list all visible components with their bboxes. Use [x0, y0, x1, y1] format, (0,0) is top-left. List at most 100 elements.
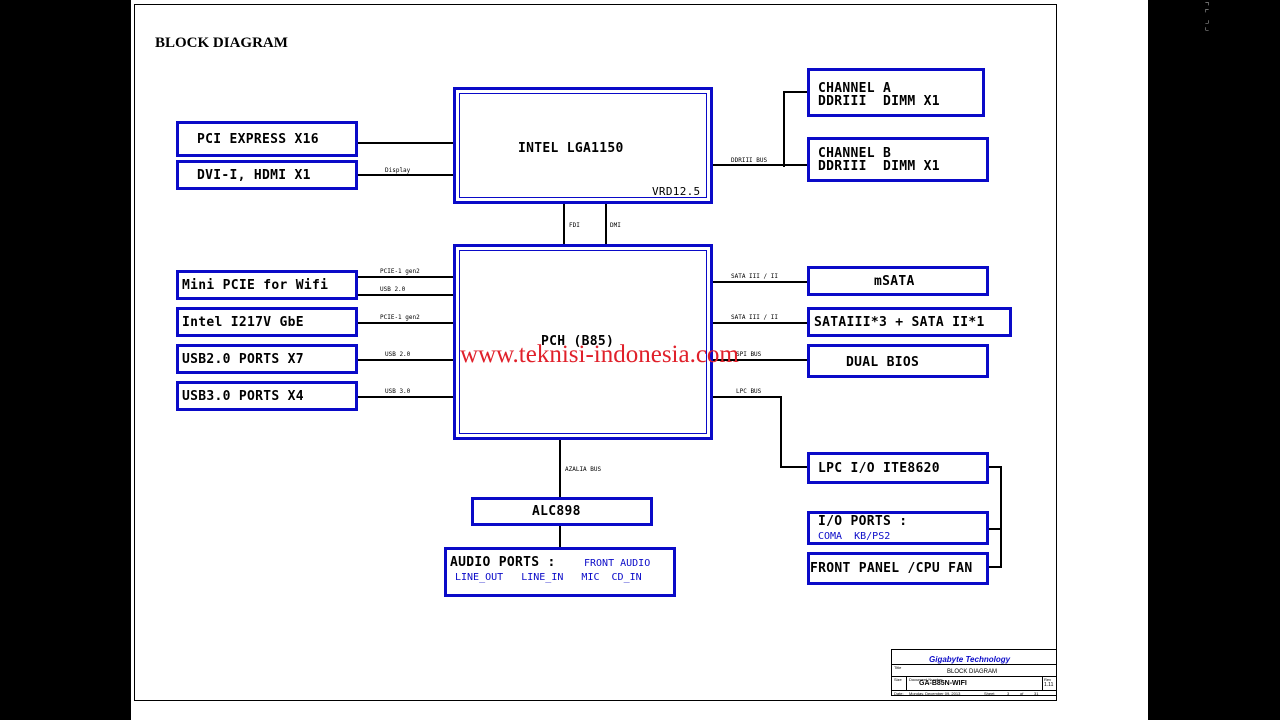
cpu-vrd: VRD12.5: [652, 185, 701, 198]
watermark: www.teknisi-indonesia.com: [460, 341, 739, 368]
channel-b-block: CHANNEL B DDRIII DIMM X1: [807, 137, 989, 182]
wire-io-lpc: [988, 466, 1002, 468]
doc-title: BLOCK DIAGRAM: [947, 669, 998, 675]
company-name: Gigabyte Technology: [929, 655, 1011, 664]
wire-azalia: [559, 437, 561, 499]
wire-ddr-vertical: [783, 91, 785, 167]
bus-pcie1a: PCIE-1 gen2: [380, 268, 420, 275]
channel-b-dimm: DDRIII DIMM X1: [818, 159, 940, 174]
wire-msata: [712, 281, 809, 283]
lpc-block: LPC I/O ITE8620: [807, 452, 989, 484]
wire-lpc-h2: [780, 466, 809, 468]
pcie16-block: PCI EXPRESS X16: [176, 121, 358, 157]
channel-a-label: CHANNEL A: [818, 81, 892, 96]
wire-lpc-v: [780, 396, 782, 468]
bus-sata2: SATA III / II: [731, 314, 778, 321]
page-title: BLOCK DIAGRAM: [155, 35, 288, 51]
wire-usb20a: [356, 294, 454, 296]
rev: 1.11: [1044, 682, 1054, 688]
lpc-label: LPC I/O ITE8620: [818, 461, 940, 476]
size-label: Size: [894, 677, 902, 682]
usb2-label: USB2.0 PORTS X7: [182, 352, 304, 367]
front-panel-label: FRONT PANEL /CPU FAN: [810, 561, 973, 576]
cpu-block: INTEL LGA1150 VRD12.5: [453, 87, 713, 204]
audio-ports-label: AUDIO PORTS :: [450, 555, 556, 570]
wire-ddr-a: [783, 91, 809, 93]
io-ports-sub: COMA KB/PS2: [818, 531, 891, 542]
pch-label: PCH (B85): [541, 334, 615, 349]
wire-fdi: [563, 203, 565, 246]
wire-display: [356, 174, 454, 176]
io-ports-label: I/O PORTS :: [818, 514, 908, 529]
wire-lpc-h1: [712, 396, 782, 398]
wire-io-front: [988, 566, 1002, 568]
sheet-border: [134, 4, 1057, 701]
bus-spi: SPI BUS: [736, 351, 762, 358]
title-block: Gigabyte Technology Title BLOCK DIAGRAM …: [891, 649, 1057, 696]
channel-b-label: CHANNEL B: [818, 146, 892, 161]
wire-audio: [559, 524, 561, 549]
audio-front: FRONT AUDIO: [584, 558, 651, 569]
wire-ddr-b: [783, 164, 809, 166]
gbe-label: Intel I217V GbE: [182, 315, 304, 330]
date-label: Date:: [894, 691, 904, 696]
wire-ddr: [712, 164, 785, 166]
alc-block: ALC898: [471, 497, 653, 526]
channel-a-block: CHANNEL A DDRIII DIMM X1: [807, 68, 985, 117]
sata-block: SATAIII*3 + SATA II*1: [807, 307, 1012, 337]
cpu-label: INTEL LGA1150: [518, 141, 624, 156]
usb2-block: USB2.0 PORTS X7: [176, 344, 358, 374]
sheet-total: 31: [1034, 691, 1039, 696]
wire-pcie1b: [356, 322, 454, 324]
mini-pcie-label: Mini PCIE for Wifi: [182, 278, 329, 293]
bus-fdi: FDI: [569, 222, 580, 229]
bus-ddr: DDRIII BUS: [731, 157, 768, 164]
fullscreen-icon[interactable]: ⌝ ⌜⌟ ⌞: [1204, 1, 1211, 33]
bus-sata1: SATA III / II: [731, 273, 778, 280]
wire-sata: [712, 322, 809, 324]
front-panel-block: FRONT PANEL /CPU FAN: [807, 552, 989, 585]
audio-jacks: LINE_OUT LINE_IN MIC CD_IN: [455, 572, 642, 583]
date: Monday, December 09, 2013: [909, 691, 961, 696]
wire-pcie1a: [356, 276, 454, 278]
wire-spi: [712, 359, 809, 361]
msata-block: mSATA: [807, 266, 989, 296]
dvi-label: DVI-I, HDMI X1: [197, 168, 311, 183]
bios-label: DUAL BIOS: [846, 355, 920, 370]
pcie16-label: PCI EXPRESS X16: [197, 132, 319, 147]
io-ports-block: I/O PORTS : COMA KB/PS2: [807, 511, 989, 545]
doc-number: GA-B85N-WIFI: [919, 680, 967, 687]
alc-label: ALC898: [532, 504, 581, 519]
bus-usb20a: USB 2.0: [380, 286, 406, 293]
bus-usb20b: USB 2.0: [385, 351, 411, 358]
mini-pcie-block: Mini PCIE for Wifi: [176, 270, 358, 300]
bus-lpc: LPC BUS: [736, 388, 762, 395]
channel-a-dimm: DDRIII DIMM X1: [818, 94, 940, 109]
sata-label: SATAIII*3 + SATA II*1: [814, 315, 985, 330]
sheet-label: Sheet: [984, 691, 995, 696]
bus-azalia: AZALIA BUS: [565, 466, 602, 473]
usb3-label: USB3.0 PORTS X4: [182, 389, 304, 404]
pch-block: PCH (B85): [453, 244, 713, 440]
wire-io-v: [1000, 466, 1002, 568]
usb3-block: USB3.0 PORTS X4: [176, 381, 358, 411]
bus-dmi: DMI: [610, 222, 621, 229]
wire-pcie16: [356, 142, 454, 144]
bios-block: DUAL BIOS: [807, 344, 989, 378]
rev-label: Rev: [1044, 677, 1052, 682]
audio-ports-block: AUDIO PORTS : FRONT AUDIO LINE_OUT LINE_…: [444, 547, 676, 597]
wire-dmi: [605, 203, 607, 246]
sheet-number: 3: [1007, 691, 1010, 696]
bus-pcie1b: PCIE-1 gen2: [380, 314, 420, 321]
docnum-label: Document Number: [909, 677, 943, 682]
title-label: Title: [894, 665, 902, 670]
wire-usb20b: [356, 359, 454, 361]
wire-io-ports: [988, 528, 1002, 530]
bus-usb30: USB 3.0: [385, 388, 411, 395]
msata-label: mSATA: [874, 274, 915, 289]
gbe-block: Intel I217V GbE: [176, 307, 358, 337]
of-label: of: [1020, 691, 1024, 696]
dvi-block: DVI-I, HDMI X1: [176, 160, 358, 190]
wire-usb30: [356, 396, 454, 398]
bus-display: Display: [385, 167, 411, 174]
